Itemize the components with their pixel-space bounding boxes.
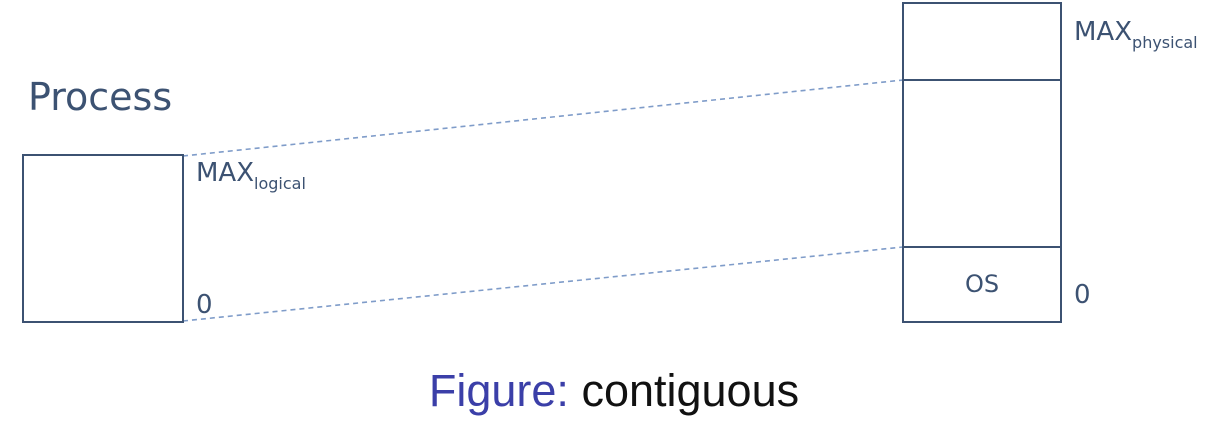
- memory-divider-top: [902, 79, 1062, 81]
- process-zero-label: 0: [196, 290, 213, 320]
- figure-caption: Figure: contiguous: [0, 368, 1228, 413]
- physical-memory: [902, 2, 1062, 323]
- max-logical-sub: logical: [254, 174, 306, 193]
- process-address-space: [22, 154, 184, 323]
- bottom-mapping-line: [182, 246, 904, 322]
- top-mapping-line: [182, 79, 904, 157]
- os-region-label: OS: [964, 270, 1000, 298]
- max-logical-base: MAX: [196, 158, 255, 188]
- max-physical-sub: physical: [1132, 33, 1198, 52]
- memory-zero-label: 0: [1074, 280, 1091, 310]
- memory-divider-os: [902, 246, 1062, 248]
- max-logical-label: MAXlogical: [196, 160, 306, 192]
- max-physical-label: MAXphysical: [1074, 19, 1198, 51]
- caption-prefix: Figure:: [428, 365, 569, 416]
- caption-text: contiguous: [568, 365, 800, 416]
- process-title: Process: [28, 75, 173, 119]
- max-physical-base: MAX: [1074, 17, 1133, 47]
